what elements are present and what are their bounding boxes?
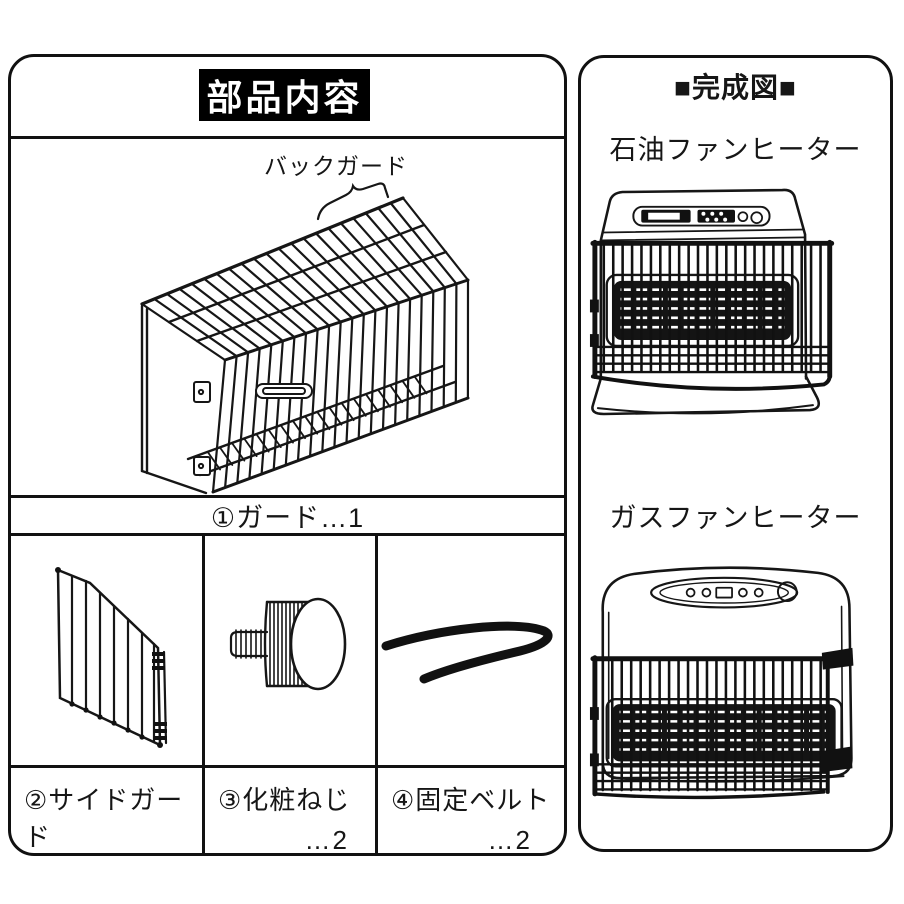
heater-grill bbox=[605, 273, 800, 348]
thumb-screw-label-cell: ③化粧ねじ …2 bbox=[205, 765, 378, 855]
callout-brace bbox=[316, 182, 390, 221]
finished-view-panel: ■完成図■ 石油ファンヒーター bbox=[578, 55, 893, 852]
guard-rails bbox=[140, 196, 470, 494]
guard-illustration bbox=[140, 182, 470, 495]
part-qty: …2 bbox=[304, 825, 349, 855]
grill-louvers bbox=[619, 710, 829, 751]
front-guard bbox=[589, 647, 854, 800]
fixing-belt-label-cell: ④固定ベルト …2 bbox=[378, 765, 564, 855]
guard-top-ribs bbox=[140, 196, 470, 362]
fixing-belt-illustration bbox=[381, 621, 553, 684]
parts-contents-panel: 部品内容 バックガード bbox=[8, 54, 567, 856]
front-guard bbox=[589, 239, 835, 391]
side-guard-label-cell: ②サイドガード …1 bbox=[11, 765, 205, 853]
title-divider bbox=[11, 136, 564, 139]
control-panel bbox=[650, 576, 799, 609]
screw-threads bbox=[235, 629, 262, 659]
finished-panel-title: ■完成図■ bbox=[674, 72, 797, 103]
parts-panel-title: 部品内容 bbox=[199, 69, 370, 121]
screw-shaft bbox=[229, 630, 269, 658]
parts-table: ①ガード…1 bbox=[11, 495, 564, 853]
gas-fan-heater-illustration bbox=[589, 566, 854, 800]
guard-left-face bbox=[140, 304, 208, 495]
guard-bars bbox=[601, 657, 822, 792]
grill-louvers bbox=[620, 288, 785, 329]
side-guard-cell bbox=[11, 536, 205, 765]
back-guard-callout: バックガード bbox=[264, 153, 408, 179]
fixing-belt-strap bbox=[819, 746, 853, 773]
fixing-belt-strap bbox=[821, 647, 854, 670]
guard-clip bbox=[589, 334, 599, 347]
guard-clip bbox=[589, 753, 599, 767]
guard-bottom-grid bbox=[593, 763, 829, 791]
guard-clip bbox=[589, 707, 599, 720]
belt-strap bbox=[381, 621, 553, 684]
thumb-screw-illustration bbox=[229, 597, 347, 691]
guard-clip bbox=[589, 299, 599, 313]
fixing-belt-cell bbox=[378, 536, 564, 765]
guard-bottom-grid bbox=[593, 345, 831, 374]
oil-fan-heater-label: 石油ファンヒーター bbox=[609, 135, 862, 165]
part-name: ②サイドガード bbox=[24, 785, 184, 852]
side-guard-hinges bbox=[55, 567, 167, 748]
oil-fan-heater-illustration bbox=[589, 188, 835, 416]
part-name: ③化粧ねじ bbox=[218, 785, 351, 815]
part-name: ④固定ベルト bbox=[391, 785, 551, 815]
heater-grill bbox=[605, 698, 843, 768]
mounting-tabs bbox=[193, 381, 313, 476]
guard-row-label: ①ガード…1 bbox=[11, 495, 564, 536]
thumb-screw-cell bbox=[205, 536, 378, 765]
gas-fan-heater-label: ガスファンヒーター bbox=[609, 503, 862, 533]
guard-bars bbox=[602, 242, 822, 373]
part-qty: …2 bbox=[487, 825, 532, 855]
control-panel bbox=[632, 205, 771, 227]
guard-front-bars bbox=[211, 278, 470, 494]
heater-body bbox=[591, 188, 820, 416]
side-guard-illustration bbox=[55, 567, 168, 748]
